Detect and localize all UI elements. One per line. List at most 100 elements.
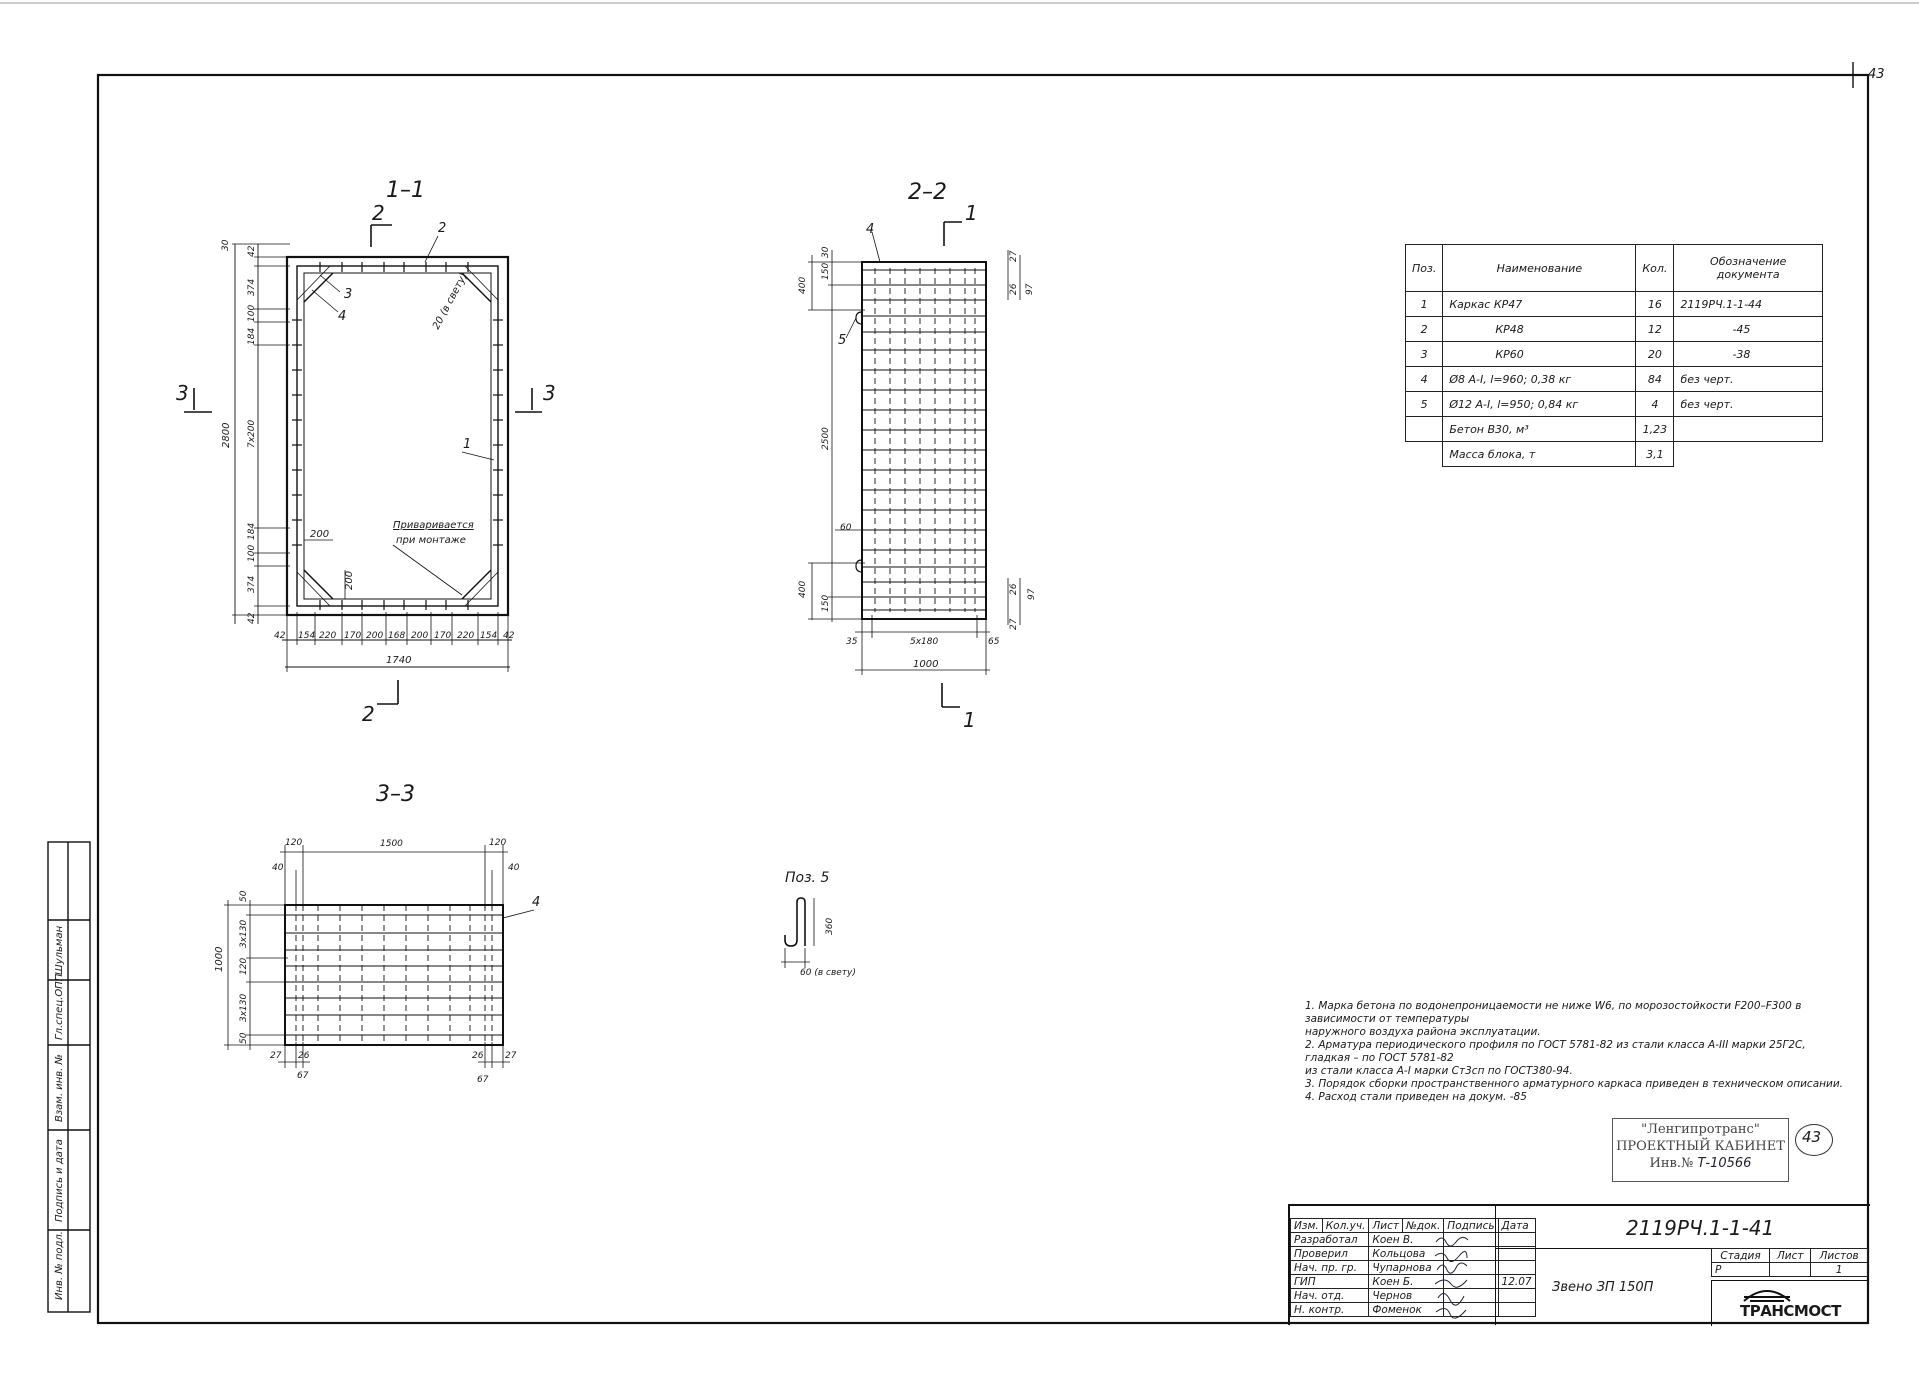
spec-cell: 12 xyxy=(1635,316,1675,342)
note-line: 1. Марка бетона по водонепроницаемости н… xyxy=(1305,1000,1802,1025)
sec22-right-dims: 27 26 97 26 27 97 xyxy=(1009,250,1037,630)
sec22-left-dim-5: 400 xyxy=(798,581,808,598)
tb-role: Нач. отд. xyxy=(1289,1288,1370,1303)
spec-cell: 2 xyxy=(1404,316,1444,342)
sec22-bottom-dim-0: 35 xyxy=(846,637,858,647)
sec11-pos2: 2 xyxy=(438,221,446,236)
sec11-left-dim-3: 184 xyxy=(247,328,257,345)
spec-cell xyxy=(1406,442,1443,467)
doc-code-cell: 2119РЧ.1-1-41 xyxy=(1495,1206,1869,1249)
sec11-pos3: 3 xyxy=(344,287,352,302)
spec-cell: Бетон В30, м³ xyxy=(1442,416,1637,442)
spec-cell xyxy=(1673,416,1823,442)
spec-header-row: Поз. Наименование Кол. Обозначение докум… xyxy=(1404,244,1823,292)
spec-cell: 5 xyxy=(1404,391,1444,417)
tb-col-kol: Кол.уч. xyxy=(1321,1218,1370,1233)
note-line: из стали класса А-I марки Ст3сп по ГОСТ3… xyxy=(1305,1065,1573,1077)
sec22-bottom-dim-1: 5x180 xyxy=(910,637,939,647)
spec-cell: Ø8 А-I, l=960; 0,38 кг xyxy=(1442,366,1637,392)
sec33-left-dim-2: 120 xyxy=(239,958,249,975)
spec-cell: 3,1 xyxy=(1635,441,1675,467)
tb-person: Чупарнова xyxy=(1368,1260,1445,1275)
sec33-left-dim-1: 3x130 xyxy=(239,919,249,948)
sheet-value xyxy=(1769,1262,1812,1277)
sec33-bottom-dim-1: 26 xyxy=(298,1051,310,1061)
stamp-line-1: "Ленгипротранс" xyxy=(1641,1122,1760,1137)
sec22-right-dim-3: 26 xyxy=(1009,583,1019,595)
cut-label-2-top: 2 xyxy=(372,201,385,225)
page-number: 43 xyxy=(1868,67,1885,82)
sec22-left-dim-1: 30 xyxy=(821,246,831,258)
sec11-bottom-dim-9: 154 xyxy=(480,631,497,641)
sec11-overall-h: 2800 xyxy=(221,423,232,448)
sec11-pos4: 4 xyxy=(338,309,346,324)
tb-col-list: Лист xyxy=(1368,1218,1403,1233)
stamp-line-2: ПРОЕКТНЫЙ КАБИНЕТ xyxy=(1616,1139,1785,1154)
sec22-left-dim-3: 2500 xyxy=(821,427,831,450)
doc-name: Звено ЗП 150П xyxy=(1552,1280,1654,1295)
tb-row: Н. контр. Фоменок xyxy=(1289,1302,1536,1317)
sec33-left-dims: 50 3x130 120 3x130 50 xyxy=(239,890,249,1044)
sec22-right-dim-4: 27 xyxy=(1009,618,1019,630)
poz5-dim-w: 60 (в свету) xyxy=(800,968,856,978)
sec11-left-dim-5: 7x200 xyxy=(247,419,257,448)
sec22-left-dim-4: 60 xyxy=(840,523,852,533)
spec-row: 3 КР60 20 -38 xyxy=(1404,341,1823,367)
spec-cell xyxy=(1404,416,1444,442)
sec33-left-dim-3: 3x130 xyxy=(239,993,249,1022)
sec11-pos1: 1 xyxy=(463,437,471,452)
notes-block: 1. Марка бетона по водонепроницаемости н… xyxy=(1305,1000,1850,1104)
section-2-2-label: 2–2 xyxy=(908,180,947,205)
sec33-top-dims: 120 1500 120 40 40 xyxy=(272,838,520,873)
sec11-d200b: 200 xyxy=(344,571,355,590)
spec-cell: 2119РЧ.1-1-44 xyxy=(1673,291,1823,317)
spec-cell: 1 xyxy=(1404,291,1444,317)
bridge-logo-icon xyxy=(1743,1290,1791,1302)
doc-name-cell: Звено ЗП 150П xyxy=(1495,1248,1712,1325)
spec-row: 4 Ø8 А-I, l=960; 0,38 кг 84 без черт. xyxy=(1404,366,1823,392)
sec11-bottom-dim-10: 42 xyxy=(503,631,515,641)
note-line: 4. Расход стали приведен на докум. -85 xyxy=(1305,1091,1527,1103)
section-3-3-drawing xyxy=(224,845,535,1068)
stage-col-stage: Стадия xyxy=(1710,1248,1771,1263)
tb-role: Нач. пр. гр. xyxy=(1289,1260,1370,1275)
tb-col-date: Дата xyxy=(1497,1218,1536,1233)
stamp-line-3: Инв.№ Т-10566 xyxy=(1613,1156,1788,1171)
spec-cell: КР60 xyxy=(1442,341,1637,367)
sec11-d200a: 200 xyxy=(310,529,329,540)
spec-row: 2 КР48 12 -45 xyxy=(1404,316,1823,342)
tb-col-sign: Подпись xyxy=(1443,1218,1499,1233)
sec11-weld-note-2: при монтаже xyxy=(396,535,466,546)
sec22-left-dim-0: 400 xyxy=(798,277,808,294)
logo-text: ТРАНСМОСТ xyxy=(1740,1302,1841,1320)
section-1-1-label: 1–1 xyxy=(386,178,425,203)
spec-cell: 84 xyxy=(1635,366,1675,392)
spec-cell: -45 xyxy=(1673,316,1823,342)
sec11-bottom-dim-4: 200 xyxy=(366,631,383,641)
spec-col-qty: Кол. xyxy=(1635,244,1675,292)
sec33-overall-h: 1000 xyxy=(214,947,225,972)
cut-label-3-left: 3 xyxy=(176,381,189,405)
spec-cell: 20 xyxy=(1635,341,1675,367)
sec11-bottom-dim-1: 154 xyxy=(298,631,315,641)
strip-label-vzam: Взам. инв. № xyxy=(54,1054,65,1122)
sec11-bottom-dims: 42 154 220 170 200 168 200 170 220 154 4… xyxy=(274,631,515,641)
sec11-left-dim-1: 42 xyxy=(247,245,257,257)
tb-col-ndok: №док. xyxy=(1401,1218,1445,1233)
sec11-left-dim-2: 374 xyxy=(247,279,257,296)
section-2-2-drawing xyxy=(808,221,1021,708)
section-1-1-drawing xyxy=(184,224,542,705)
title-block-signatures: Изм. Кол.уч. Лист №док. Подпись Дата Раз… xyxy=(1289,1218,1536,1317)
sheets-value: 1 xyxy=(1810,1262,1868,1277)
sec11-left-dim-4: 100 xyxy=(247,305,257,322)
stage-value: Р xyxy=(1710,1262,1771,1277)
sec11-bottom-dim-6: 200 xyxy=(411,631,428,641)
tb-sign xyxy=(1443,1302,1499,1317)
sec22-left-dims: 400 30 150 2500 60 400 150 xyxy=(798,246,852,612)
spec-cell: -38 xyxy=(1673,341,1823,367)
sec33-top-dim-1: 1500 xyxy=(380,839,403,849)
tb-date xyxy=(1497,1302,1536,1317)
tb-person: Коен В. xyxy=(1368,1232,1445,1247)
spec-cell: 4 xyxy=(1635,391,1675,417)
